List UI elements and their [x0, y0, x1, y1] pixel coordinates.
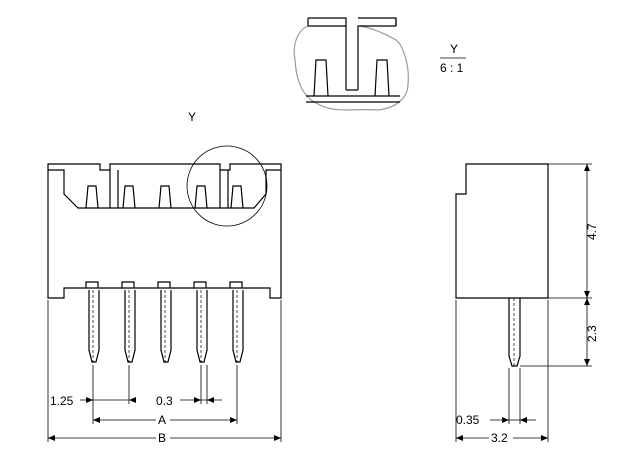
dim-pin-width-arrow [194, 397, 201, 403]
dim-height-label: 4.7 [585, 223, 599, 240]
detail-scale: 6 : 1 [440, 61, 464, 75]
front-top-pin [230, 185, 244, 209]
detail-base-line [306, 89, 400, 103]
front-view-marker: Y [188, 110, 196, 124]
front-pin [121, 281, 136, 363]
dim-pin-length-arrow [584, 298, 590, 305]
front-view: Y 1.25 [47, 110, 282, 445]
front-pin [157, 281, 172, 363]
dim-depth-arrow [456, 435, 463, 441]
dim-thickness-arrow [502, 417, 509, 423]
dim-pin-width-label: 0.3 [156, 394, 173, 408]
dim-pin-length-arrow [584, 359, 590, 366]
detail-break-outline [293, 25, 409, 111]
front-pin [229, 281, 244, 363]
dim-thickness-label: 0.35 [456, 413, 480, 427]
side-pin [508, 298, 521, 367]
front-pin [85, 281, 100, 363]
dim-b-arrow [48, 435, 55, 441]
front-slot-walls [109, 170, 229, 208]
front-housing-inner [48, 169, 281, 209]
side-view: 4.7 2.3 0.35 3.2 [455, 163, 599, 445]
front-extension-lines [47, 300, 282, 442]
side-extension-lines [455, 163, 592, 442]
front-pin [193, 281, 208, 363]
dim-pitch-label: 1.25 [50, 394, 74, 408]
dim-a-arrow [230, 417, 237, 423]
detail-pin-left [313, 59, 329, 97]
dim-pin-length-label: 2.3 [585, 325, 599, 342]
dim-b-arrow [274, 435, 281, 441]
detail-pin-right [374, 59, 390, 97]
dim-b-label: B [158, 431, 166, 445]
dim-thickness-arrow [520, 417, 527, 423]
dim-depth-arrow [541, 435, 548, 441]
dim-height-arrow [584, 164, 590, 171]
dim-a-label: A [158, 413, 166, 427]
front-top-pin [122, 185, 136, 209]
detail-housing-right [357, 18, 397, 90]
front-lower-pins [85, 281, 244, 365]
dim-a-arrow [93, 417, 100, 423]
dim-pitch-arrow [129, 397, 136, 403]
detail-callout-circle [186, 145, 268, 227]
dim-pin-width-arrow [207, 397, 214, 403]
front-top-pin [158, 185, 172, 209]
front-housing-outline [47, 163, 282, 299]
detail-housing-top [308, 17, 397, 26]
dim-height-arrow [584, 291, 590, 298]
side-housing-outline [455, 163, 549, 299]
front-top-pin [85, 185, 99, 209]
dim-pitch-arrow [86, 397, 93, 403]
detail-view-letter: Y [450, 42, 458, 56]
detail-view: Y 6 : 1 [293, 17, 466, 111]
dim-depth-label: 3.2 [491, 431, 508, 445]
front-top-pin [194, 185, 208, 209]
